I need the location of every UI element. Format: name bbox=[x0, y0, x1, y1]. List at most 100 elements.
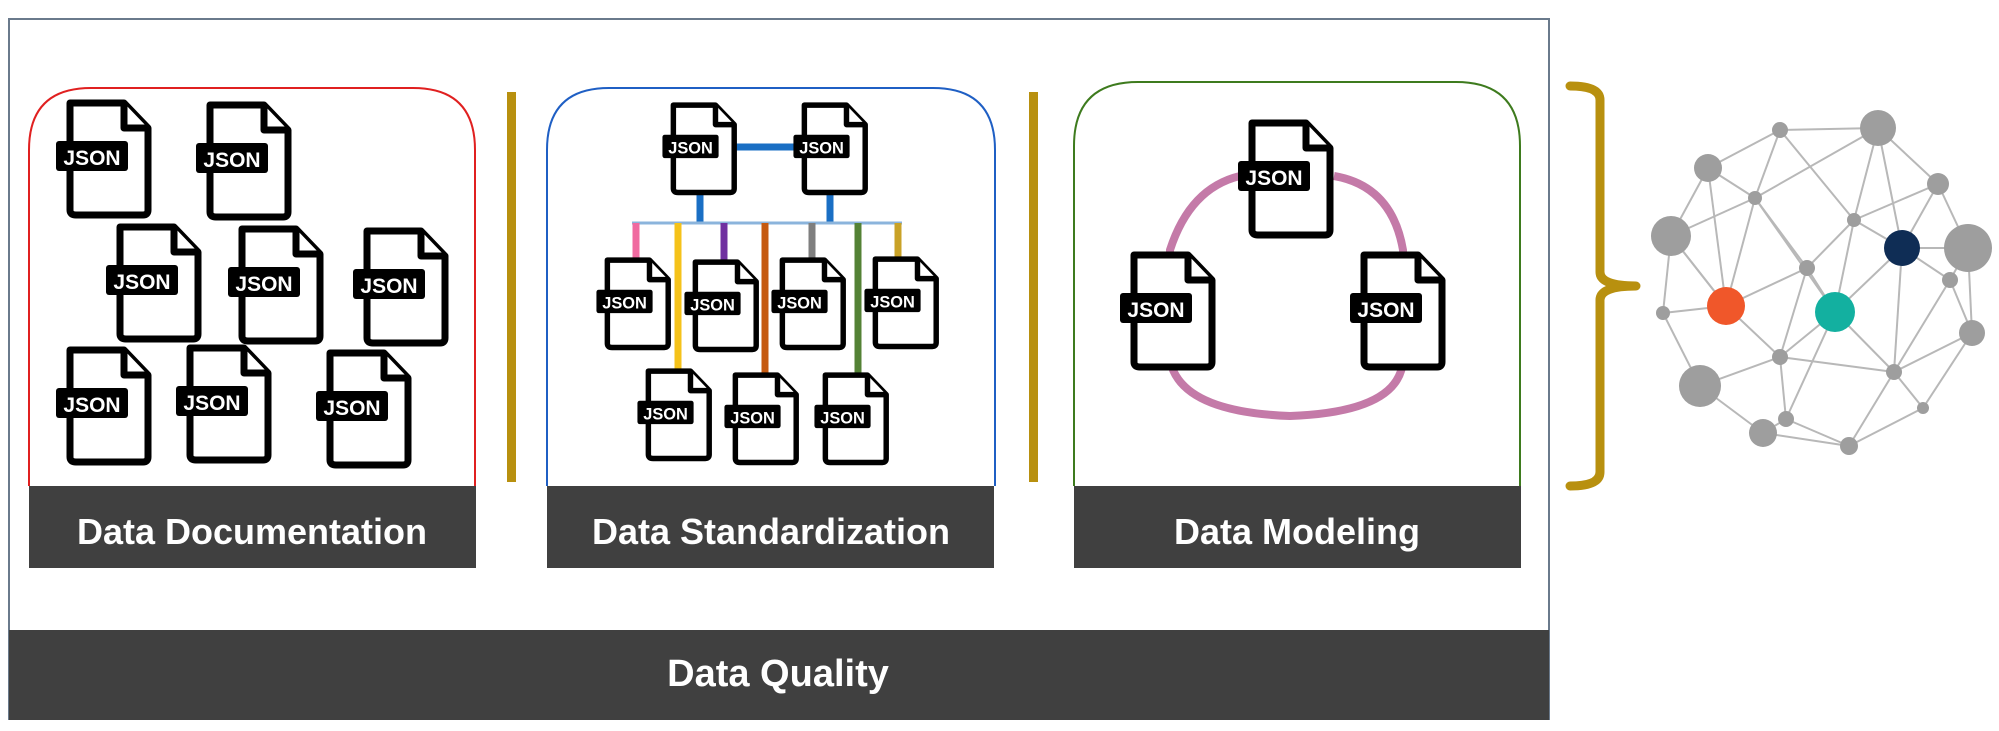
network-graph bbox=[1651, 110, 1992, 455]
network-node bbox=[1959, 320, 1985, 346]
standardization-label-bar bbox=[547, 486, 994, 568]
separator-right bbox=[1029, 92, 1038, 482]
json-file-label: JSON bbox=[730, 409, 775, 427]
network-edge bbox=[1754, 127, 1879, 199]
network-node bbox=[1860, 110, 1896, 146]
json-file-icon: JSON bbox=[1238, 123, 1330, 235]
json-file-icon: JSON bbox=[353, 231, 445, 343]
json-file-label: JSON bbox=[870, 293, 915, 311]
json-file-icon: JSON bbox=[771, 260, 843, 347]
separator-left bbox=[507, 92, 516, 482]
network-node bbox=[1886, 364, 1902, 380]
network-node bbox=[1772, 122, 1788, 138]
data-quality-bar bbox=[9, 630, 1549, 720]
network-node bbox=[1840, 437, 1858, 455]
json-file-icon: JSON bbox=[176, 348, 268, 460]
json-file-label: JSON bbox=[360, 275, 417, 298]
json-file-icon: JSON bbox=[596, 260, 668, 347]
network-edge bbox=[1779, 356, 1787, 420]
network-node-highlight bbox=[1815, 292, 1855, 332]
network-node-highlight bbox=[1707, 287, 1745, 325]
network-edge bbox=[1853, 183, 1939, 221]
json-file-label: JSON bbox=[113, 271, 170, 294]
json-file-label: JSON bbox=[602, 294, 647, 312]
network-edge bbox=[1893, 247, 1903, 373]
json-file-icon: JSON bbox=[1350, 255, 1442, 367]
modeling-loop bbox=[1166, 172, 1407, 421]
json-file-icon: JSON bbox=[814, 375, 886, 462]
json-file-icon: JSON bbox=[316, 353, 408, 465]
json-file-icon: JSON bbox=[637, 371, 709, 458]
network-edge bbox=[1779, 129, 1855, 221]
network-edge bbox=[1779, 356, 1895, 373]
json-file-label: JSON bbox=[643, 405, 688, 423]
json-file-label: JSON bbox=[777, 294, 822, 312]
network-node bbox=[1651, 216, 1691, 256]
json-file-icon: JSON bbox=[793, 105, 865, 192]
data-quality-title: Data Quality bbox=[667, 653, 889, 695]
network-node bbox=[1772, 349, 1788, 365]
json-file-icon: JSON bbox=[56, 103, 148, 215]
network-edge bbox=[1754, 129, 1781, 199]
standardization-title: Data Standardization bbox=[592, 511, 950, 552]
network-node bbox=[1748, 191, 1762, 205]
documentation-title: Data Documentation bbox=[77, 511, 427, 552]
modeling-title: Data Modeling bbox=[1174, 511, 1420, 552]
network-node bbox=[1656, 306, 1670, 320]
network-edge bbox=[1779, 267, 1808, 358]
network-node bbox=[1944, 224, 1992, 272]
network-edge bbox=[1877, 127, 1903, 249]
network-node bbox=[1778, 411, 1794, 427]
json-file-label: JSON bbox=[203, 149, 260, 172]
json-file-icon: JSON bbox=[864, 259, 936, 346]
network-edge bbox=[1848, 407, 1924, 447]
network-edge bbox=[1762, 432, 1850, 447]
network-edge bbox=[1893, 332, 1973, 373]
documentation-panel-border bbox=[28, 87, 476, 486]
documentation-label-bar bbox=[29, 486, 476, 568]
network-edge bbox=[1707, 167, 1727, 307]
json-file-label: JSON bbox=[668, 139, 713, 157]
json-file-icon: JSON bbox=[106, 227, 198, 339]
json-file-icon: JSON bbox=[684, 262, 756, 349]
json-file-icon: JSON bbox=[56, 350, 148, 462]
network-nodes bbox=[1651, 110, 1992, 455]
network-node bbox=[1799, 260, 1815, 276]
json-file-label: JSON bbox=[63, 394, 120, 417]
json-file-icon: JSON bbox=[1120, 255, 1212, 367]
network-node bbox=[1749, 419, 1777, 447]
json-file-label: JSON bbox=[799, 139, 844, 157]
json-icons: JSON JSON JSON JSON JSON JSON JSON JSON JSON JSON… bbox=[56, 103, 1442, 465]
network-edge bbox=[1754, 197, 1836, 313]
network-edge bbox=[1785, 418, 1850, 447]
modeling-panel-border bbox=[1073, 81, 1521, 486]
json-file-label: JSON bbox=[1127, 299, 1184, 322]
json-file-icon: JSON bbox=[662, 105, 734, 192]
network-node bbox=[1917, 402, 1929, 414]
network-node bbox=[1927, 173, 1949, 195]
json-file-icon: JSON bbox=[196, 105, 288, 217]
json-file-label: JSON bbox=[63, 147, 120, 170]
json-file-label: JSON bbox=[820, 409, 865, 427]
network-edge bbox=[1848, 371, 1895, 447]
modeling-label-bar bbox=[1074, 486, 1521, 568]
network-node-highlight bbox=[1884, 230, 1920, 266]
json-file-label: JSON bbox=[323, 397, 380, 420]
network-node bbox=[1847, 213, 1861, 227]
network-edge bbox=[1806, 219, 1855, 269]
json-file-icon: JSON bbox=[724, 375, 796, 462]
curly-bracket bbox=[1565, 81, 1641, 491]
json-file-label: JSON bbox=[235, 273, 292, 296]
json-file-label: JSON bbox=[1357, 299, 1414, 322]
json-file-label: JSON bbox=[183, 392, 240, 415]
network-node bbox=[1942, 272, 1958, 288]
json-file-label: JSON bbox=[1245, 167, 1302, 190]
json-file-icon: JSON bbox=[228, 229, 320, 341]
network-node bbox=[1694, 154, 1722, 182]
standardization-panel-border bbox=[546, 87, 996, 486]
network-edge bbox=[1893, 279, 1951, 373]
network-edge bbox=[1922, 332, 1973, 409]
network-node bbox=[1679, 365, 1721, 407]
json-file-label: JSON bbox=[690, 296, 735, 314]
